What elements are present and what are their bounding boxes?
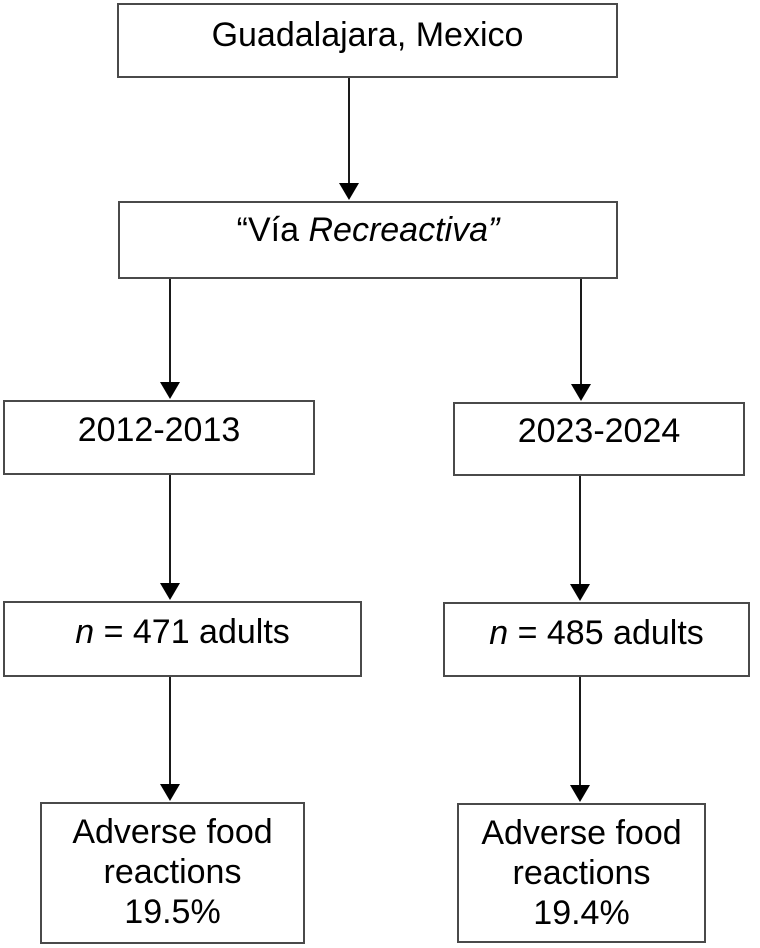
node-sample-471-label: n = 471 adults [75, 612, 290, 652]
arrow-n485-to-outcome [570, 677, 590, 802]
arrow-2023-to-n485 [570, 476, 590, 601]
arrow-head-icon [571, 384, 591, 401]
n-symbol-italic: n [489, 614, 509, 652]
arrow-guadalajara-to-via [339, 78, 359, 200]
n-value-regular: = 471 adults [94, 613, 290, 651]
n-value-regular: = 485 adults [508, 614, 704, 652]
node-guadalajara-label: Guadalajara, Mexico [211, 16, 524, 54]
outcome-line-3: 19.5% [124, 893, 221, 931]
via-label-regular: “Vía [236, 211, 309, 249]
outcome-line-2: reactions [103, 853, 242, 891]
arrow-2012-to-n471 [160, 475, 180, 600]
node-period-2012-2013: 2012-2013 [3, 400, 315, 475]
node-outcome-19-4: Adverse food reactions 19.4% [457, 803, 706, 943]
outcome-line-2: reactions [512, 854, 651, 892]
node-guadalajara: Guadalajara, Mexico [117, 3, 618, 78]
arrow-head-icon [570, 584, 590, 601]
arrow-n471-to-outcome [160, 677, 180, 801]
arrow-head-icon [160, 583, 180, 600]
node-sample-485: n = 485 adults [443, 602, 750, 677]
node-period-2023-2024: 2023-2024 [453, 402, 745, 476]
node-sample-471: n = 471 adults [3, 601, 362, 677]
outcome-line-3: 19.4% [533, 894, 630, 932]
n-symbol-italic: n [75, 613, 95, 651]
node-period-2023-2024-label: 2023-2024 [517, 412, 681, 450]
arrow-via-to-2023 [571, 278, 591, 401]
arrow-head-icon [339, 183, 359, 200]
node-outcome-19-4-label: Adverse food reactions 19.4% [481, 813, 681, 933]
arrow-via-to-2012 [160, 279, 180, 399]
arrow-head-icon [570, 785, 590, 802]
node-via-recreactiva: “Vía Recreactiva” [118, 201, 618, 279]
node-sample-485-label: n = 485 adults [489, 613, 704, 653]
via-label-italic: Recreactiva” [308, 211, 500, 249]
outcome-line-1: Adverse food [481, 814, 682, 852]
node-outcome-19-5-label: Adverse food reactions 19.5% [72, 812, 272, 932]
outcome-line-1: Adverse food [72, 813, 273, 851]
node-period-2012-2013-label: 2012-2013 [77, 411, 241, 449]
arrow-head-icon [160, 382, 180, 399]
node-outcome-19-5: Adverse food reactions 19.5% [40, 802, 305, 944]
node-via-recreactiva-label: “Vía Recreactiva” [237, 210, 500, 250]
arrow-head-icon [160, 784, 180, 801]
